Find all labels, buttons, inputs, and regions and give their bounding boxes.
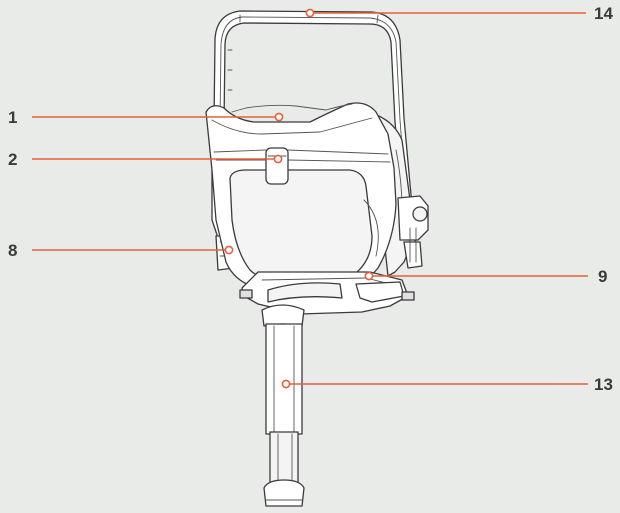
belt-guide bbox=[265, 147, 289, 185]
callout-label-1: 1 bbox=[8, 108, 17, 127]
leader-marker-2 bbox=[273, 154, 283, 164]
callout-labels: 14 1 2 8 9 13 bbox=[8, 4, 613, 394]
callout-label-2: 2 bbox=[8, 150, 17, 169]
seat-shell bbox=[205, 102, 397, 291]
leader-marker-1 bbox=[274, 112, 284, 122]
callout-label-13: 13 bbox=[594, 375, 613, 394]
callout-leaders bbox=[32, 8, 588, 389]
support-leg bbox=[261, 304, 305, 507]
callout-label-9: 9 bbox=[598, 267, 607, 286]
leader-marker-14 bbox=[305, 8, 315, 18]
leader-marker-8 bbox=[224, 245, 234, 255]
callout-label-14: 14 bbox=[594, 4, 613, 23]
callout-label-8: 8 bbox=[8, 241, 17, 260]
leader-marker-13 bbox=[281, 379, 291, 389]
right-side-adapter bbox=[397, 195, 429, 269]
isofix-base bbox=[239, 271, 415, 315]
leader-marker-9 bbox=[364, 271, 374, 281]
